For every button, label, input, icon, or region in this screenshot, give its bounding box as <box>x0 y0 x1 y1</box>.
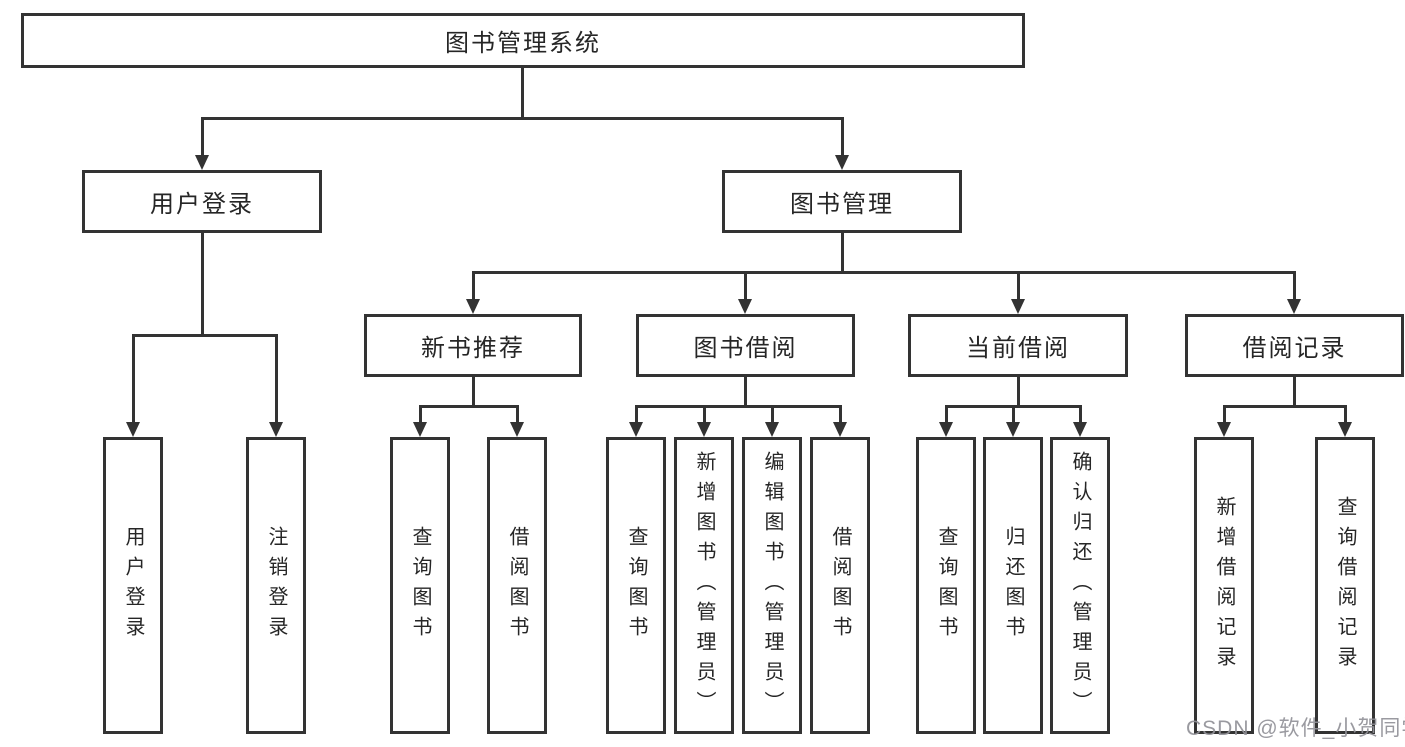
arrow-down-icon <box>413 422 427 437</box>
connector-line <box>841 117 844 157</box>
arrow-down-icon <box>1338 422 1352 437</box>
connector-line <box>132 334 278 337</box>
leaf-query-books-recommend-label: 查询图书 <box>409 525 431 646</box>
node-book-management: 图书管理 <box>722 170 962 233</box>
leaf-borrow-books-recommend-label: 借阅图书 <box>506 525 528 646</box>
leaf-borrow-books-recommend: 借阅图书 <box>487 437 547 734</box>
connector-line <box>703 405 706 424</box>
connector-line <box>945 405 948 424</box>
leaf-return-books-label: 归还图书 <box>1002 525 1024 646</box>
connector-line <box>1017 271 1020 301</box>
leaf-query-borrow-record-label: 查询借阅记录 <box>1334 495 1356 676</box>
node-book-borrow-label: 图书借阅 <box>693 335 798 362</box>
arrow-down-icon <box>269 422 283 437</box>
leaf-query-books-borrow: 查询图书 <box>606 437 666 734</box>
arrow-down-icon <box>1006 422 1020 437</box>
arrow-down-icon <box>1073 422 1087 437</box>
leaf-borrow-books-label: 借阅图书 <box>829 525 851 646</box>
arrow-down-icon <box>765 422 779 437</box>
leaf-add-borrow-record-label: 新增借阅记录 <box>1213 495 1235 676</box>
node-book-management-label: 图书管理 <box>790 191 894 218</box>
connector-line <box>201 117 844 120</box>
leaf-query-books-current: 查询图书 <box>916 437 976 734</box>
leaf-edit-books-admin-label: 编辑图书（管理员） <box>761 450 783 721</box>
connector-line <box>771 405 774 424</box>
connector-line <box>635 405 842 408</box>
leaf-add-books-admin: 新增图书（管理员） <box>674 437 734 734</box>
arrow-down-icon <box>835 155 849 170</box>
leaf-query-books-current-label: 查询图书 <box>935 525 957 646</box>
connector-line <box>132 334 135 424</box>
connector-line <box>201 117 204 157</box>
leaf-edit-books-admin: 编辑图书（管理员） <box>742 437 802 734</box>
connector-line <box>419 405 519 408</box>
connector-line <box>1012 405 1015 424</box>
leaf-confirm-return-admin: 确认归还（管理员） <box>1050 437 1110 734</box>
arrow-down-icon <box>833 422 847 437</box>
arrow-down-icon <box>1287 299 1301 314</box>
node-new-book-recommend-label: 新书推荐 <box>421 335 525 362</box>
node-user-login-label: 用户登录 <box>150 191 254 218</box>
leaf-logout: 注销登录 <box>246 437 306 734</box>
leaf-confirm-return-admin-label: 确认归还（管理员） <box>1069 450 1091 721</box>
arrow-down-icon <box>466 299 480 314</box>
leaf-borrow-books: 借阅图书 <box>810 437 870 734</box>
connector-line <box>841 233 844 274</box>
arrow-down-icon <box>697 422 711 437</box>
leaf-add-books-admin-label: 新增图书（管理员） <box>693 450 715 721</box>
arrow-down-icon <box>1011 299 1025 314</box>
leaf-query-borrow-record: 查询借阅记录 <box>1315 437 1375 734</box>
connector-line <box>635 405 638 424</box>
connector-line <box>1017 377 1020 408</box>
arrow-down-icon <box>1217 422 1231 437</box>
connector-line <box>275 334 278 424</box>
connector-line <box>201 233 204 336</box>
connector-line <box>419 405 422 424</box>
connector-line <box>472 271 475 301</box>
arrow-down-icon <box>510 422 524 437</box>
leaf-user-login-label: 用户登录 <box>122 525 144 646</box>
connector-line <box>472 271 1296 274</box>
connector-line <box>516 405 519 424</box>
arrow-down-icon <box>738 299 752 314</box>
node-root-label: 图书管理系统 <box>445 30 601 57</box>
arrow-down-icon <box>126 422 140 437</box>
connector-line <box>472 377 475 408</box>
node-book-borrow: 图书借阅 <box>636 314 855 377</box>
connector-line <box>1293 377 1296 408</box>
connector-line <box>839 405 842 424</box>
connector-line <box>744 377 747 408</box>
node-current-borrow: 当前借阅 <box>908 314 1128 377</box>
node-borrow-record: 借阅记录 <box>1185 314 1404 377</box>
leaf-user-login: 用户登录 <box>103 437 163 734</box>
arrow-down-icon <box>939 422 953 437</box>
node-root: 图书管理系统 <box>21 13 1025 68</box>
connector-line <box>1293 271 1296 301</box>
leaf-query-books-borrow-label: 查询图书 <box>625 525 647 646</box>
connector-line <box>1223 405 1347 408</box>
csdn-watermark: CSDN @软件_小贺同学 <box>1186 717 1405 740</box>
arrow-down-icon <box>195 155 209 170</box>
node-borrow-record-label: 借阅记录 <box>1242 335 1347 362</box>
connector-line <box>1079 405 1082 424</box>
connector-line <box>521 68 524 119</box>
arrow-down-icon <box>629 422 643 437</box>
leaf-query-books-recommend: 查询图书 <box>390 437 450 734</box>
node-current-borrow-label: 当前借阅 <box>966 335 1070 362</box>
leaf-logout-label: 注销登录 <box>265 525 287 646</box>
connector-line <box>744 271 747 301</box>
node-new-book-recommend: 新书推荐 <box>364 314 582 377</box>
connector-line <box>1344 405 1347 424</box>
connector-line <box>1223 405 1226 424</box>
leaf-return-books: 归还图书 <box>983 437 1043 734</box>
node-user-login: 用户登录 <box>82 170 322 233</box>
leaf-add-borrow-record: 新增借阅记录 <box>1194 437 1254 734</box>
